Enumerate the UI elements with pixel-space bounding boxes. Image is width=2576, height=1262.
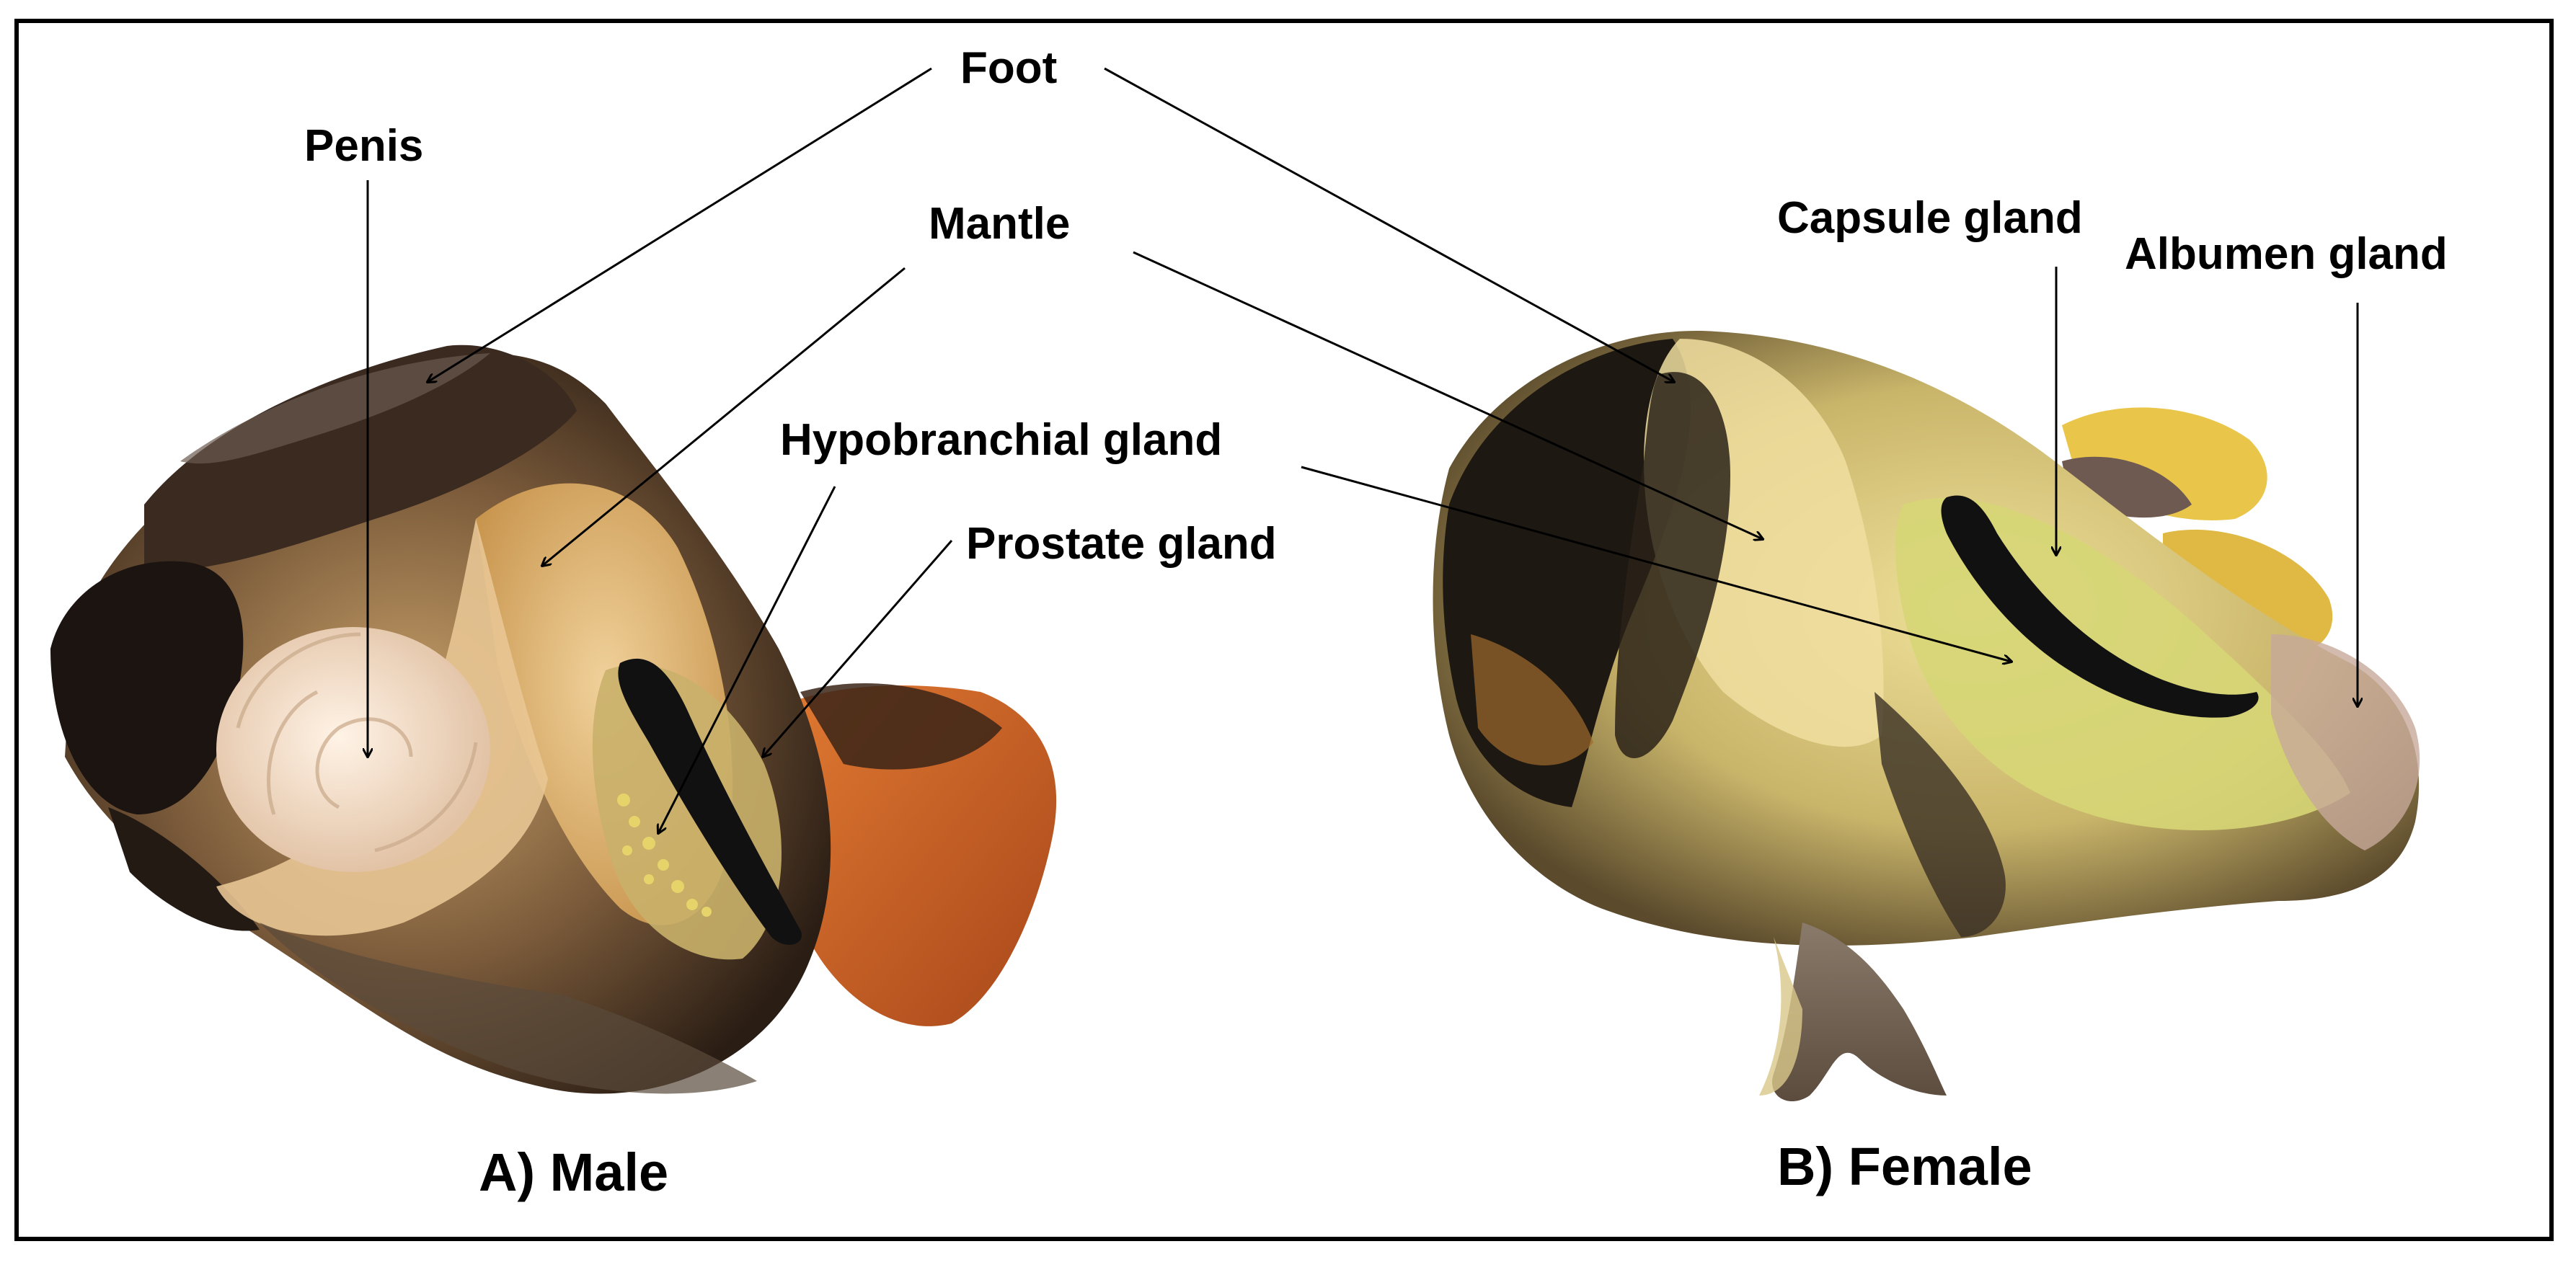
- label-hypobranchial-gland: Hypobranchial gland: [780, 415, 1223, 465]
- caption-female: B) Female: [1777, 1137, 2032, 1196]
- annotation-arrows: [368, 67, 2358, 833]
- label-albumen-gland: Albumen gland: [2125, 229, 2448, 279]
- caption-male: A) Male: [479, 1142, 669, 1202]
- female-specimen: [1433, 331, 2420, 1102]
- arrow-foot-male: [428, 67, 932, 382]
- label-penis: Penis: [304, 121, 424, 171]
- label-mantle: Mantle: [929, 199, 1071, 249]
- arrow-hypobranchial-female: [1301, 466, 2011, 662]
- arrow-mantle-male: [542, 267, 906, 566]
- label-foot: Foot: [960, 43, 1058, 93]
- label-prostate-gland: Prostate gland: [966, 519, 1277, 569]
- arrow-hypobranchial-male: [658, 486, 836, 833]
- arrow-mantle-female: [1133, 251, 1763, 539]
- arrow-prostate: [763, 540, 953, 757]
- arrow-foot-female: [1104, 67, 1674, 382]
- male-specimen: [50, 345, 1057, 1094]
- label-capsule-gland: Capsule gland: [1777, 193, 2083, 243]
